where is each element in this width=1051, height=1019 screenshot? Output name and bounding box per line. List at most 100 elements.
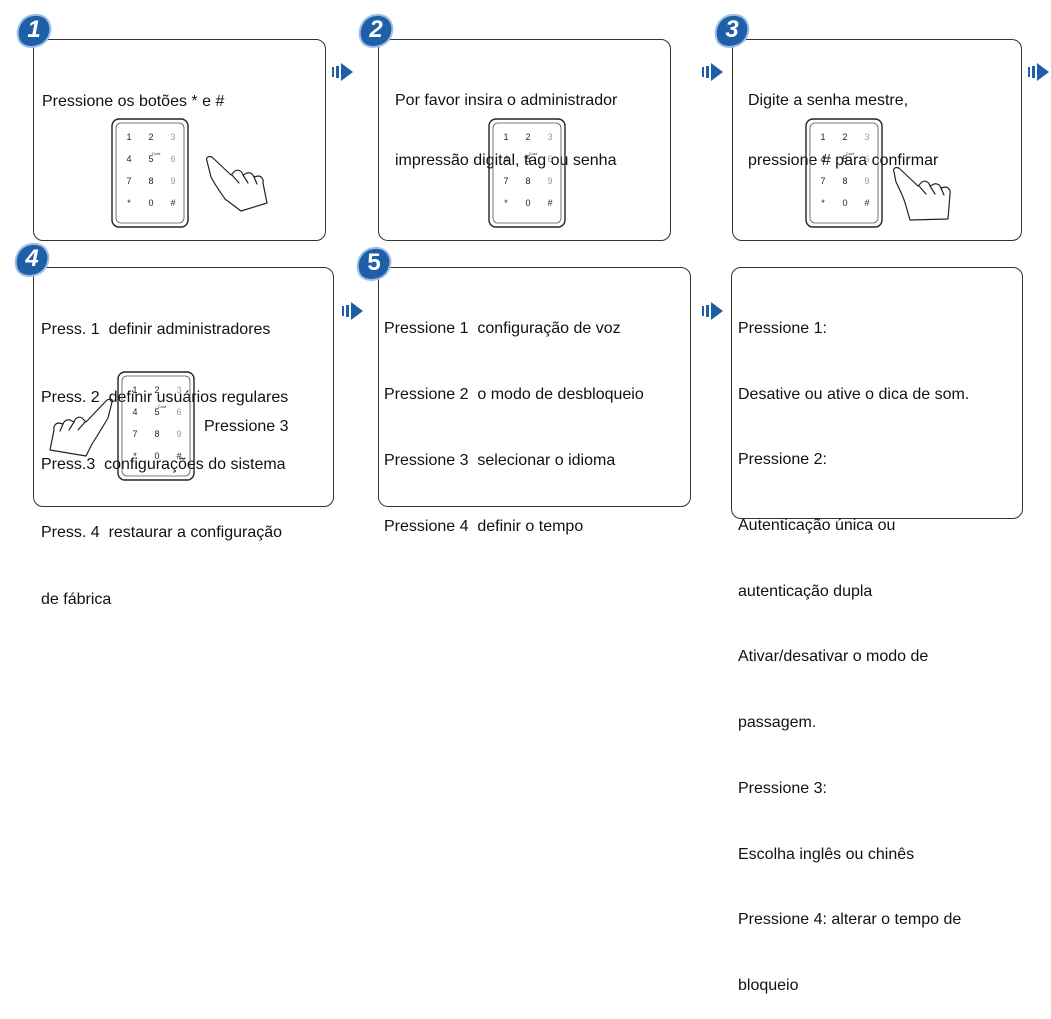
keypad-key: # bbox=[547, 198, 552, 208]
step-number-badge-icon: 2 bbox=[356, 12, 396, 48]
keypad-outer-frame bbox=[111, 118, 189, 228]
keypad-key: 8 bbox=[842, 176, 847, 186]
step-4-line: de fábrica bbox=[41, 591, 112, 608]
keypad-outer-frame bbox=[805, 118, 883, 228]
keypad-key: 1 bbox=[126, 132, 131, 142]
keypad-key: 3 bbox=[170, 132, 175, 142]
step-1-text: Pressione os botões * e # bbox=[42, 52, 224, 132]
keypad-key: 7 bbox=[503, 176, 508, 186]
step-4-side-label: Pressione 3 bbox=[204, 418, 289, 435]
keypad-key: # bbox=[176, 451, 181, 461]
keypad-key: * bbox=[133, 451, 137, 461]
step-5-number: 5 bbox=[367, 249, 381, 276]
keypad-key: 3 bbox=[864, 132, 869, 142]
step-4-line: Press. 4 restaurar a configuração bbox=[41, 523, 283, 541]
step-5-line: Pressione 4 definir o tempo bbox=[384, 518, 584, 535]
step-6-line: Pressione 2: bbox=[738, 451, 827, 469]
step-2-number: 2 bbox=[369, 16, 383, 43]
step-4-panel bbox=[33, 267, 334, 507]
keypad-key: 3 bbox=[176, 385, 181, 395]
keypad-key: 2 bbox=[842, 132, 847, 142]
step-3-text: Digite a senha mestre, pressione # para … bbox=[748, 51, 938, 191]
keypad-key: 9 bbox=[547, 176, 552, 186]
step-1-panel bbox=[33, 39, 326, 241]
keypad-inner-frame bbox=[809, 122, 879, 224]
keypad-key: * bbox=[821, 198, 825, 208]
keypad-key: 4 bbox=[820, 154, 825, 164]
keypad-key: 7 bbox=[820, 176, 825, 186]
keypad-key: 8 bbox=[154, 429, 159, 439]
step-4-number: 4 bbox=[25, 245, 39, 272]
keypad-key: 7 bbox=[132, 429, 137, 439]
step-number-badge-icon: 1 bbox=[14, 12, 54, 48]
keypad-card-logo: Card bbox=[846, 151, 855, 156]
keypad-key: 4 bbox=[503, 154, 508, 164]
keypad-key: 5 bbox=[148, 154, 153, 164]
step-6-line: autenticação dupla bbox=[738, 582, 873, 600]
step-3-panel bbox=[732, 39, 1022, 241]
pressing-hand-icon bbox=[201, 153, 271, 213]
pressing-hand-icon bbox=[46, 398, 116, 458]
next-step-arrow-icon bbox=[702, 59, 724, 85]
keypad-key: 3 bbox=[547, 132, 552, 142]
keypad-key: 0 bbox=[154, 451, 159, 461]
keypad-key: 5 bbox=[154, 407, 159, 417]
step-2-line: impressão digital, tag ou senha bbox=[395, 152, 617, 169]
keypad-key: 1 bbox=[503, 132, 508, 142]
step-1-line: Pressione os botões * e # bbox=[42, 93, 225, 110]
step-2-line: Por favor insira o administrador bbox=[395, 92, 618, 109]
step-5-line: Pressione 2 o modo de desbloqueio bbox=[384, 386, 644, 403]
keypad-key: 0 bbox=[842, 198, 847, 208]
next-step-arrow-icon bbox=[1028, 59, 1050, 85]
keypad-inner-frame bbox=[115, 122, 185, 224]
step-6-line: Pressione 3: bbox=[738, 779, 827, 797]
step-6-line: bloqueio bbox=[738, 977, 799, 994]
keypad-key: 2 bbox=[148, 132, 153, 142]
keypad-key: * bbox=[127, 198, 131, 208]
step-number-badge-icon: 5 bbox=[354, 245, 394, 281]
keypad-key: 4 bbox=[132, 407, 137, 417]
keypad-key: 8 bbox=[525, 176, 530, 186]
keypad-key: * bbox=[504, 198, 508, 208]
next-step-arrow-icon bbox=[342, 298, 364, 324]
keypad-key: 6 bbox=[176, 407, 181, 417]
keypad-key: 6 bbox=[864, 154, 869, 164]
step-3-line: pressione # para confirmar bbox=[748, 152, 939, 169]
keypad-card-logo: Card bbox=[158, 404, 167, 409]
keypad-key: 5 bbox=[842, 154, 847, 164]
step-6-line: Desative ou ative o dica de som. bbox=[738, 385, 970, 403]
keypad-key: 1 bbox=[820, 132, 825, 142]
step-number-badge-icon: 3 bbox=[712, 12, 752, 48]
keypad-key: 8 bbox=[148, 176, 153, 186]
keypad-key: 6 bbox=[170, 154, 175, 164]
step-3-number: 3 bbox=[725, 16, 739, 43]
step-6-line: Ativar/desativar o modo de bbox=[738, 648, 929, 666]
keypad-card-logo: Card bbox=[529, 151, 538, 156]
keypad-key: 6 bbox=[547, 154, 552, 164]
keypad-key: 9 bbox=[176, 429, 181, 439]
step-6-line: Escolha inglês ou chinês bbox=[738, 845, 915, 863]
keypad-key: 1 bbox=[132, 385, 137, 395]
step-4-line: Press. 2 definir usuários regulares bbox=[41, 388, 289, 406]
pressing-hand-icon bbox=[888, 164, 958, 224]
step-6-line: Autenticação única ou bbox=[738, 516, 896, 534]
step-6-text: Pressione 1: Desative ou ative o dica de… bbox=[738, 274, 969, 1019]
keypad-key: 2 bbox=[525, 132, 530, 142]
keypad-key: 4 bbox=[126, 154, 131, 164]
step-4-line: Press. 1 definir administradores bbox=[41, 321, 271, 338]
step-6-panel bbox=[731, 267, 1023, 519]
step-5-text: Pressione 1 configuração de voz Pression… bbox=[384, 274, 644, 560]
keypad-key: # bbox=[864, 198, 869, 208]
step-2-text: Por favor insira o administrador impress… bbox=[395, 51, 617, 191]
step-6-line: Pressione 4: alterar o tempo de bbox=[738, 911, 962, 929]
keypad-key: 9 bbox=[864, 176, 869, 186]
keypad-inner-frame bbox=[121, 375, 191, 477]
keypad-card-logo: Card bbox=[152, 151, 161, 156]
step-4-line: Press.3 configurações do sistema bbox=[41, 456, 286, 473]
next-step-arrow-icon bbox=[332, 59, 354, 85]
keypad-key: 9 bbox=[170, 176, 175, 186]
keypad-key: # bbox=[170, 198, 175, 208]
keypad-key: 7 bbox=[126, 176, 131, 186]
